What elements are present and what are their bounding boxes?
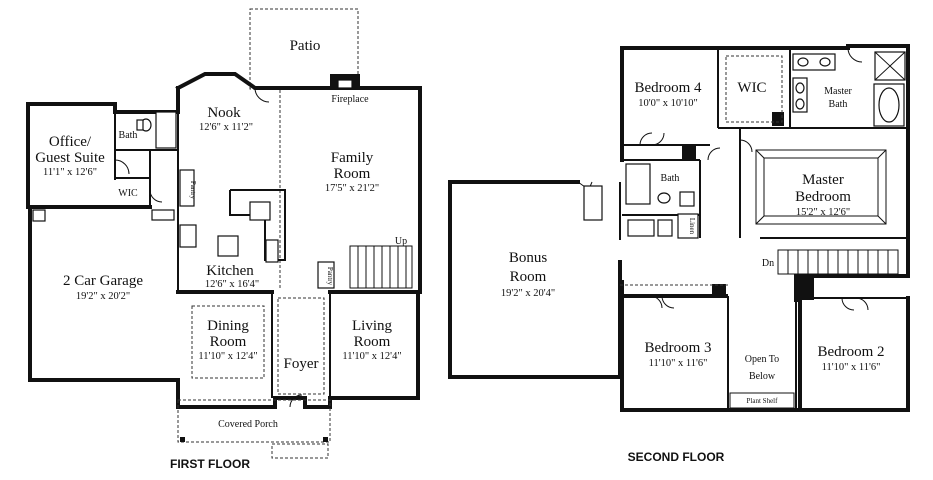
- master-bedroom-dims: 15'2" x 12'6": [796, 207, 850, 218]
- pantry2-label: Pantry: [326, 267, 334, 286]
- pantry-label: Pantry: [189, 181, 197, 200]
- up-label: Up: [395, 236, 407, 247]
- second-floor-stairs: [777, 249, 899, 275]
- foyer-label: Foyer: [284, 356, 319, 372]
- bedroom2-dims: 11'10" x 11'6": [822, 362, 881, 373]
- bonus-room-label-1: Bonus: [509, 250, 548, 266]
- dining-dims: 11'10" x 12'4": [198, 351, 257, 362]
- master-bedroom-label-2: Bedroom: [795, 189, 851, 205]
- bedroom3-dims: 11'10" x 11'6": [649, 358, 708, 369]
- first-floor-title: FIRST FLOOR: [170, 457, 250, 471]
- bath-label-second: Bath: [661, 173, 680, 184]
- dining-label-1: Dining: [207, 318, 249, 334]
- master-bath-label-1: Master: [824, 86, 852, 97]
- dining-label-2: Room: [210, 334, 247, 350]
- first-floor-outer-wall: [26, 72, 422, 409]
- office-label-1: Office/: [49, 134, 92, 150]
- garage-label: 2 Car Garage: [63, 273, 143, 289]
- second-floor-outer-wall: [620, 44, 910, 412]
- bedroom4-label: Bedroom 4: [634, 80, 702, 96]
- garage-dims: 19'2" x 20'2": [76, 291, 130, 302]
- office-label-2: Guest Suite: [35, 150, 105, 166]
- covered-porch-outline: [177, 399, 331, 443]
- patio-label: Patio: [290, 38, 321, 54]
- kitchen-dims: 12'6" x 16'4": [205, 279, 259, 290]
- open-to-below-label-2: Below: [749, 371, 776, 382]
- master-bedroom-label-1: Master: [802, 172, 844, 188]
- family-room-dims: 17'5" x 21'2": [325, 183, 379, 194]
- master-bath-label-2: Bath: [829, 99, 848, 110]
- bath-label-first: Bath: [119, 130, 138, 141]
- covered-porch-label: Covered Porch: [218, 419, 278, 430]
- kitchen-label: Kitchen: [206, 263, 254, 279]
- nook-dims: 12'6" x 11'2": [199, 122, 253, 133]
- living-label-2: Room: [354, 334, 391, 350]
- second-floor-title: SECOND FLOOR: [628, 450, 725, 464]
- open-to-below-label-1: Open To: [745, 354, 779, 365]
- wic-label-second: WIC: [737, 80, 766, 96]
- bedroom3-label: Bedroom 3: [644, 340, 711, 356]
- bonus-room-label-2: Room: [510, 269, 547, 285]
- first-floor-stairs: [349, 245, 413, 289]
- first-floor-plan: Patio Fireplace Nook 12'6" x 11'2" Famil…: [26, 8, 422, 471]
- plant-shelf-label: Plant Shelf: [747, 397, 779, 405]
- bonus-room-dims: 19'2" x 20'4": [501, 288, 555, 299]
- office-dims: 11'1" x 12'6": [43, 167, 97, 178]
- wic-label-first: WIC: [118, 188, 138, 199]
- second-floor-plan: Bedroom 4 10'0" x 10'10" WIC Master Bath…: [448, 44, 910, 464]
- dn-label: Dn: [762, 258, 774, 269]
- family-room-label-1: Family: [331, 150, 374, 166]
- living-dims: 11'10" x 12'4": [342, 351, 401, 362]
- fireplace-label: Fireplace: [331, 94, 369, 105]
- bedroom4-dims: 10'0" x 10'10": [638, 98, 698, 109]
- linen-label: Linen: [688, 218, 696, 235]
- family-room-label-2: Room: [334, 166, 371, 182]
- living-label-1: Living: [352, 318, 392, 334]
- bedroom2-label: Bedroom 2: [817, 344, 884, 360]
- nook-label: Nook: [207, 105, 241, 121]
